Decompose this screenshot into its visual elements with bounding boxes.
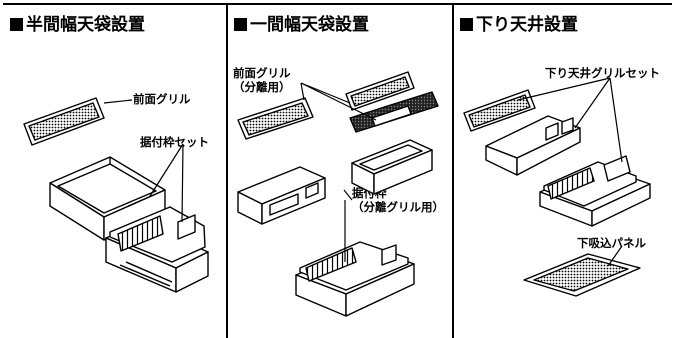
label-front-grille-separate: 前面グリル（分離用） bbox=[233, 66, 291, 94]
mount-frame-2a bbox=[237, 166, 326, 225]
label-line-2: （分離グリル用） bbox=[352, 200, 444, 214]
panel-divider-1 bbox=[226, 3, 228, 338]
front-grille-2c bbox=[349, 91, 439, 133]
panel-1-title: 半間幅天袋設置 bbox=[10, 10, 145, 35]
diagram-frame bbox=[3, 3, 672, 335]
bullet-square-icon bbox=[10, 18, 23, 31]
panel-2-title: 一間幅天袋設置 bbox=[234, 10, 369, 35]
label-mount-frame-set: 据付枠セット bbox=[140, 135, 209, 149]
panel-1-title-text: 半間幅天袋設置 bbox=[26, 15, 145, 35]
label-mount-frame-separate: 据付枠（分離グリル用） bbox=[352, 186, 444, 214]
indoor-unit-3 bbox=[539, 155, 651, 227]
front-grille-2a bbox=[237, 97, 314, 140]
mount-frame-box-1 bbox=[49, 156, 166, 241]
panel-divider-2 bbox=[452, 3, 454, 338]
label-intake-panel: 下吸込パネル bbox=[577, 236, 646, 250]
ceiling-frame-3 bbox=[485, 115, 581, 176]
label-line-1: 前面グリル bbox=[233, 66, 291, 80]
bullet-square-icon bbox=[234, 18, 247, 31]
intake-panel-3 bbox=[523, 253, 641, 297]
bullet-square-icon bbox=[460, 18, 473, 31]
front-grille-2b bbox=[345, 71, 415, 111]
indoor-unit-2 bbox=[295, 241, 415, 317]
panel-3-title: 下り天井設置 bbox=[460, 10, 578, 35]
indoor-unit-1 bbox=[105, 206, 209, 293]
leader-lines bbox=[103, 77, 623, 267]
mount-frame-2b bbox=[351, 139, 433, 195]
front-grille-1 bbox=[23, 97, 105, 146]
panel-3-title-text: 下り天井設置 bbox=[476, 15, 578, 35]
front-grille-3 bbox=[463, 89, 536, 132]
panel-2-title-text: 一間幅天袋設置 bbox=[250, 15, 369, 35]
label-ceiling-grille-set: 下り天井グリルセット bbox=[545, 66, 660, 80]
label-line-2: （分離用） bbox=[233, 80, 291, 94]
label-front-grille: 前面グリル bbox=[133, 92, 191, 106]
